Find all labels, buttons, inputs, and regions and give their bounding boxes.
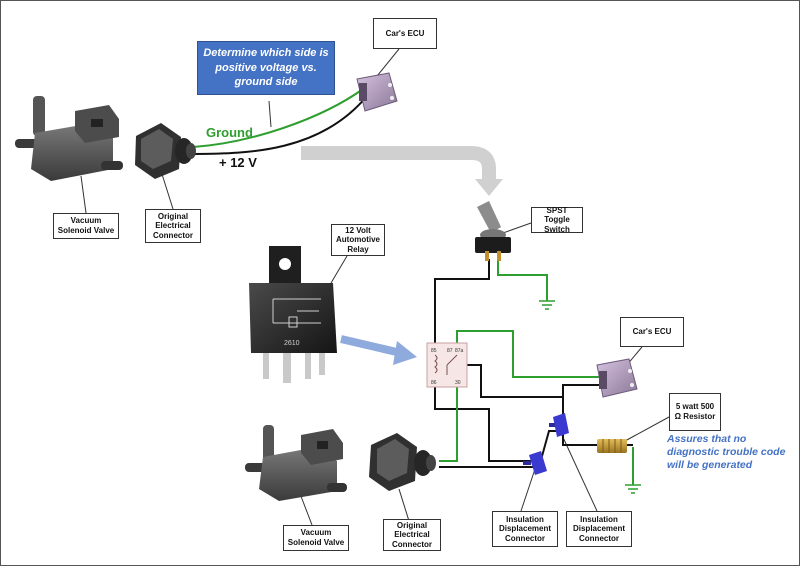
callout-connector-bottom: Original Electrical Connector <box>383 519 441 551</box>
idc-connector-right <box>549 413 569 437</box>
ecu-module-bottom <box>596 358 638 398</box>
relay-schematic <box>426 342 468 388</box>
top-ground-wire <box>192 88 364 148</box>
grey-route-arrow <box>301 146 496 181</box>
note-determine-side: Determine which side is positive voltage… <box>197 41 335 95</box>
relay-pin-30: 30 <box>455 380 461 386</box>
callout-ecu-bottom: Car's ECU <box>620 317 684 347</box>
bottom-wiring <box>434 259 634 485</box>
callout-resistor: 5 watt 500 Ω Resistor <box>669 393 721 431</box>
vacuum-solenoid-valve-bottom <box>245 425 347 501</box>
relay-pin-86: 86 <box>431 380 437 386</box>
relay-pin-85: 85 <box>431 348 437 354</box>
ground-symbol-switch <box>539 300 555 310</box>
ground-wire-label: Ground <box>206 125 253 140</box>
note-assures-no-dtc: Assures that no diagnostic trouble code … <box>667 433 786 472</box>
spst-toggle-switch <box>475 201 511 261</box>
idc-connector-left <box>523 451 547 475</box>
resistor <box>597 439 627 453</box>
callout-connector-top: Original Electrical Connector <box>145 209 201 243</box>
relay-pin-87: 87 <box>447 348 453 354</box>
vacuum-solenoid-valve-top <box>15 96 123 181</box>
ecu-module-top <box>356 72 398 112</box>
callout-idc-right: Insulation Displacement Connector <box>566 511 632 547</box>
ground-symbol-resistor <box>625 484 641 494</box>
relay-to-schematic-arrow <box>393 341 417 365</box>
callout-toggle-switch: SPST Toggle Switch <box>531 206 583 234</box>
positive-wire-label: + 12 V <box>219 155 257 170</box>
callout-ecu-top: Car's ECU <box>373 18 437 49</box>
callout-idc-left: Insulation Displacement Connector <box>492 511 558 547</box>
relay-pin-87a: 87a <box>455 348 464 354</box>
electrical-connector-top <box>135 123 196 179</box>
relay-part-number: 2610 <box>284 340 300 347</box>
grey-route-arrowhead <box>475 179 503 196</box>
callout-relay: 12 Volt Automotive Relay <box>331 224 385 256</box>
electrical-connector-bottom <box>369 433 436 491</box>
top-positive-wire <box>192 95 368 155</box>
automotive-relay <box>249 246 337 383</box>
callout-vacuum-valve-top: Vacuum Solenoid Valve <box>53 213 119 239</box>
callout-vacuum-valve-bottom: Vacuum Solenoid Valve <box>283 525 349 551</box>
